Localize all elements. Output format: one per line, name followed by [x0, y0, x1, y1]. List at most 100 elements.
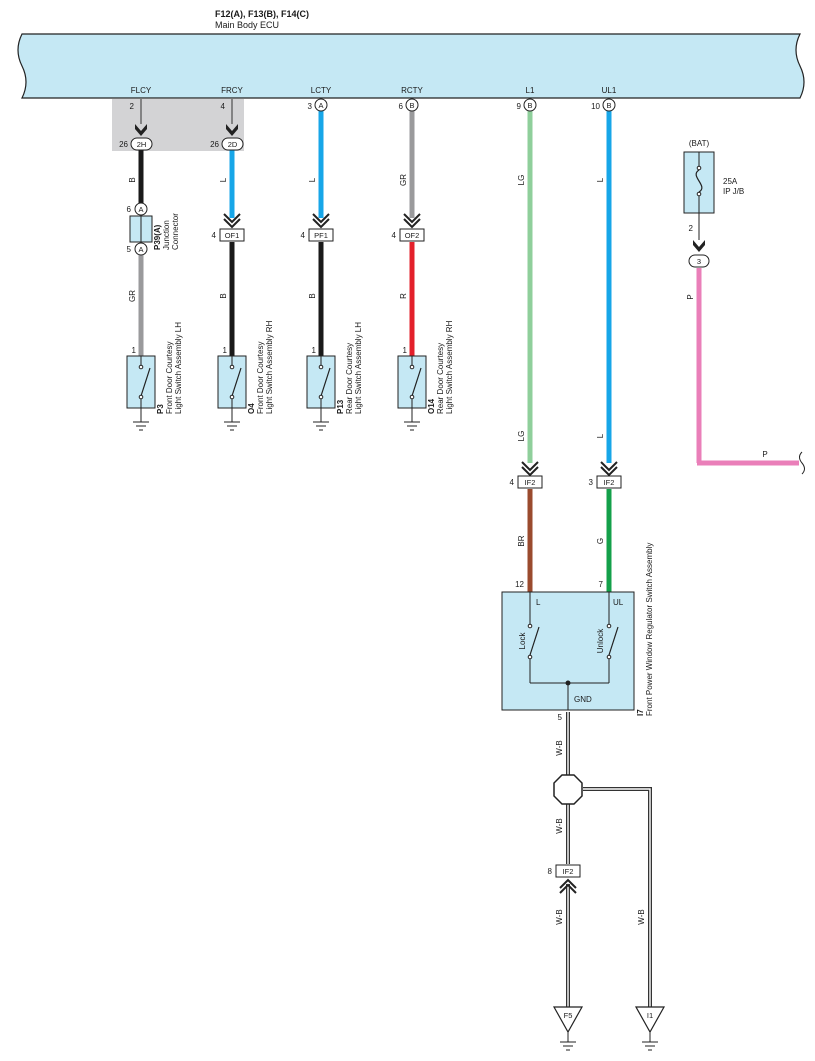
double-chevron-up-icon	[559, 878, 577, 894]
inline-connector-of1-pin: 4	[212, 231, 217, 240]
ecu-connector-ul1-letter: B	[606, 101, 611, 110]
reg-pin-l: 12	[515, 580, 524, 589]
wire-label-frcy-top: L	[219, 177, 228, 182]
junction-connector-2h-label: 2H	[137, 140, 147, 149]
door-switch-p3-line2: Light Switch Assembly LH	[174, 322, 183, 414]
door-switch-o14: 1 O14 Rear Door Courtesy Light Switch As…	[397, 320, 454, 431]
fuse-icon	[695, 169, 703, 193]
ground-icon	[133, 421, 149, 431]
ecu-pin-label-frcy: FRCY	[221, 86, 243, 95]
door-switch-o4-line1: Front Door Courtesy	[256, 342, 265, 414]
wire-labels: B GR L B L B GR R LG LG BR L L G P P W-B…	[128, 174, 768, 925]
door-switch-p13-line1: Rear Door Courtesy	[345, 343, 354, 414]
door-switch-o4-line2: Light Switch Assembly RH	[265, 320, 274, 414]
jc-name-line1: Junction	[162, 220, 171, 250]
double-chevron-icon	[312, 213, 330, 229]
ground-point-f5-label: F5	[564, 1011, 573, 1020]
wire-label-frcy-bottom: B	[219, 293, 228, 298]
chevron-icon	[226, 124, 238, 136]
junction-connector-2d: 2D 26	[210, 137, 244, 151]
inline-connector-of2-pin: 4	[392, 231, 397, 240]
ecu-connector-rcty-letter: B	[409, 101, 414, 110]
ecu-pin-number-ul1: 10	[591, 102, 600, 111]
fuse-conn: 3	[697, 257, 701, 266]
wire-label-l1-bottom: BR	[517, 535, 526, 546]
double-chevron-icon	[223, 213, 241, 229]
door-switch-p3: 1 P3 Front Door Courtesy Light Switch As…	[126, 322, 183, 431]
fuse-rating: 25A	[723, 177, 738, 186]
splice-point	[553, 774, 583, 805]
ecu-pin-label-l1: L1	[526, 86, 535, 95]
reg-pin-ul: 7	[599, 580, 604, 589]
reg-unlock-label: Unlock	[596, 628, 605, 653]
jc-bottom-pin: 5	[127, 245, 132, 254]
door-switch-o14-code: O14	[427, 398, 436, 414]
ecu-pin-label-rcty: RCTY	[401, 86, 423, 95]
fuse-box: IP J/B	[723, 187, 744, 196]
inline-connector-of2-label: OF2	[405, 231, 420, 240]
jc-top-pin: 6	[127, 205, 132, 214]
ecu-connector-circles: A B B B	[314, 98, 616, 112]
inline-connector-of1: OF1 4	[212, 213, 245, 242]
ecu-pin-number-rcty: 6	[399, 102, 404, 111]
inline-connector-if2-ul1: IF2 3	[589, 461, 622, 489]
ecu-connector-ul1: B	[602, 98, 616, 112]
double-chevron-icon	[403, 213, 421, 229]
junction-pin-2h: 26	[119, 140, 128, 149]
inline-connector-if2-l1-label: IF2	[525, 478, 536, 487]
chevron-icon	[693, 240, 705, 252]
reg-pin-gnd: 5	[558, 713, 563, 722]
wire-label-bat: P	[686, 294, 695, 299]
inline-connector-if2-gnd: IF2 8	[548, 864, 581, 894]
door-switch-o4: 1 O4 Front Door Courtesy Light Switch As…	[217, 320, 274, 431]
door-switch-o4-pin: 1	[223, 346, 228, 355]
inline-connector-if2-ul1-pin: 3	[589, 478, 594, 487]
reg-term-gnd: GND	[574, 695, 592, 704]
ecu-pin-label-ul1: UL1	[602, 86, 617, 95]
wire-label-bat-horizontal: P	[762, 450, 767, 459]
junction-connector-2h: 2H 26	[119, 137, 153, 151]
double-chevron-icon	[521, 461, 539, 477]
ecu-pin-labels: FLCY FRCY LCTY RCTY L1 UL1 2 4 3 6 9 10	[130, 86, 617, 111]
inline-connector-if2-gnd-pin: 8	[548, 867, 553, 876]
wire-break-icon	[799, 451, 805, 475]
door-switch-o14-line2: Light Switch Assembly RH	[445, 320, 454, 414]
ecu-connector-codes: F12(A), F13(B), F14(C)	[215, 9, 309, 19]
jc-top-letter: A	[138, 205, 143, 214]
door-switch-p3-pin: 1	[132, 346, 137, 355]
ground-icon	[224, 421, 240, 431]
inline-connector-pf1: PF1 4	[301, 213, 334, 242]
wire-label-ul1-mid: L	[596, 433, 605, 438]
ground-point-i1: I1	[634, 1006, 666, 1051]
fuse-source: (BAT)	[689, 139, 710, 148]
wire-label-gnd-3: W-B	[555, 909, 564, 924]
inline-connector-of1-label: OF1	[225, 231, 240, 240]
ecu-connector-l1-letter: B	[527, 101, 532, 110]
inline-connector-if2-l1-pin: 4	[510, 478, 515, 487]
ground-icon	[642, 1041, 658, 1051]
jc-code: P39(A)	[153, 224, 162, 250]
fuse-pin: 2	[689, 224, 694, 233]
door-switch-p3-line1: Front Door Courtesy	[165, 342, 174, 414]
inline-connector-pf1-label: PF1	[314, 231, 328, 240]
junction-pin-2d: 26	[210, 140, 219, 149]
wire-label-l1-mid: LG	[517, 431, 526, 442]
ecu-connector-lcty-letter: A	[318, 101, 323, 110]
reg-term-l: L	[536, 598, 541, 607]
jc-name-line2: Connector	[171, 213, 180, 250]
door-switch-o4-code: O4	[247, 403, 256, 414]
ground-icon	[313, 421, 329, 431]
ground-point-i1-label: I1	[647, 1011, 653, 1020]
door-switches: 1 P3 Front Door Courtesy Light Switch As…	[126, 320, 454, 431]
junction-block-connectors: 2H 26 2D 26	[119, 124, 244, 151]
wire-label-ul1-top: L	[596, 177, 605, 182]
junction-connector-2d-label: 2D	[228, 140, 238, 149]
ground-icon	[404, 421, 420, 431]
reg-code: I7	[636, 709, 645, 716]
wire-label-lcty-top: L	[308, 177, 317, 182]
door-switch-p3-code: P3	[156, 404, 165, 414]
wires	[138, 99, 799, 1007]
inline-connector-if2-l1: IF2 4	[510, 461, 543, 489]
ground-icon	[560, 1041, 576, 1051]
